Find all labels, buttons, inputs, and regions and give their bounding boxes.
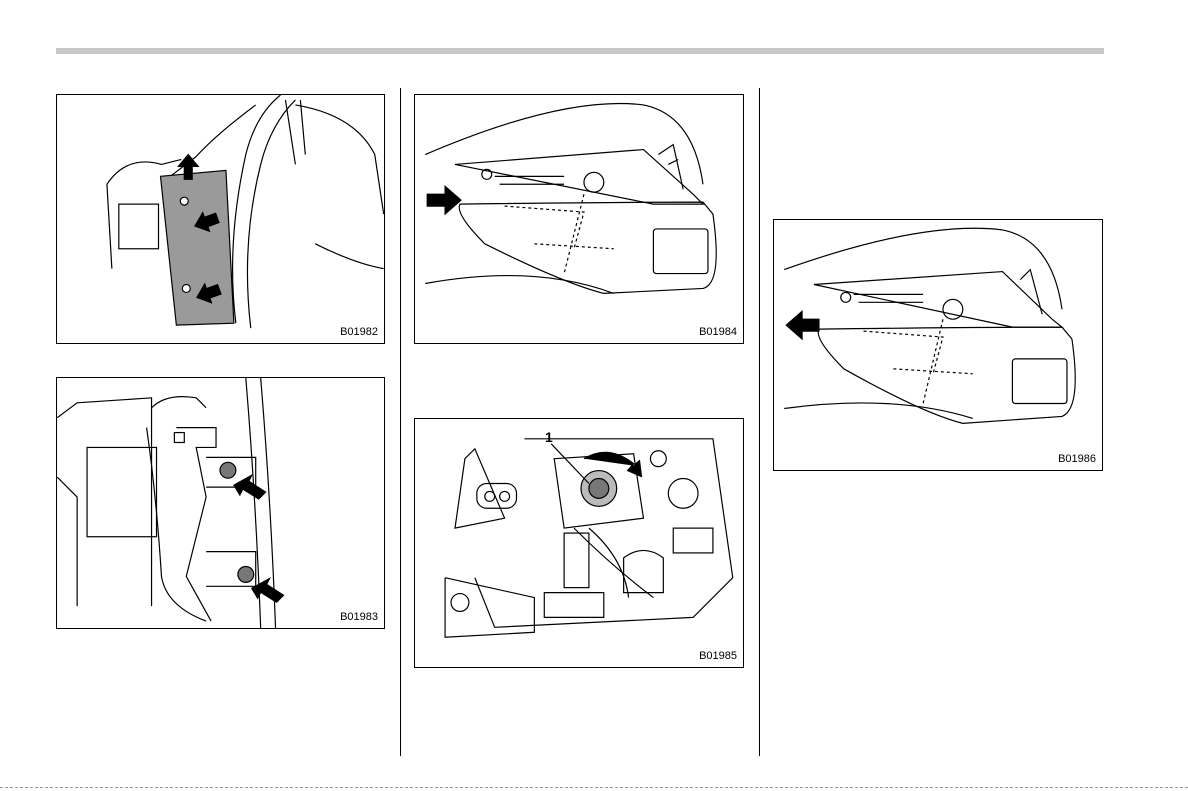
figure-code: B01986 [1058, 453, 1096, 465]
bulb-socket-illustration [415, 419, 743, 667]
figure-b01985: 1 B01985 [414, 418, 744, 668]
footer-rule [0, 787, 1188, 789]
header-rule [56, 48, 1104, 54]
figure-b01984: B01984 [414, 94, 744, 344]
pull-arrow-icon [786, 311, 819, 339]
bolt-arrow-icon [252, 578, 284, 602]
push-arrow-icon [427, 186, 461, 214]
bolt-arrow-icon [234, 475, 266, 499]
figure-b01982: B01982 [56, 94, 385, 344]
figure-b01983: B01983 [56, 377, 385, 629]
tail-light-pull-out-illustration [774, 220, 1102, 470]
tail-light-bolts-illustration [57, 378, 384, 628]
column-divider-right [759, 88, 760, 756]
figure-code: B01983 [340, 611, 378, 623]
figure-code: B01982 [340, 326, 378, 338]
figure-b01986: B01986 [773, 219, 1103, 471]
figure-code: B01985 [699, 650, 737, 662]
column-divider-left [400, 88, 401, 756]
callout-1: 1 [545, 429, 553, 445]
rear-pillar-cover-illustration [57, 95, 384, 343]
figure-code: B01984 [699, 326, 737, 338]
tail-light-removal-illustration [415, 95, 743, 343]
